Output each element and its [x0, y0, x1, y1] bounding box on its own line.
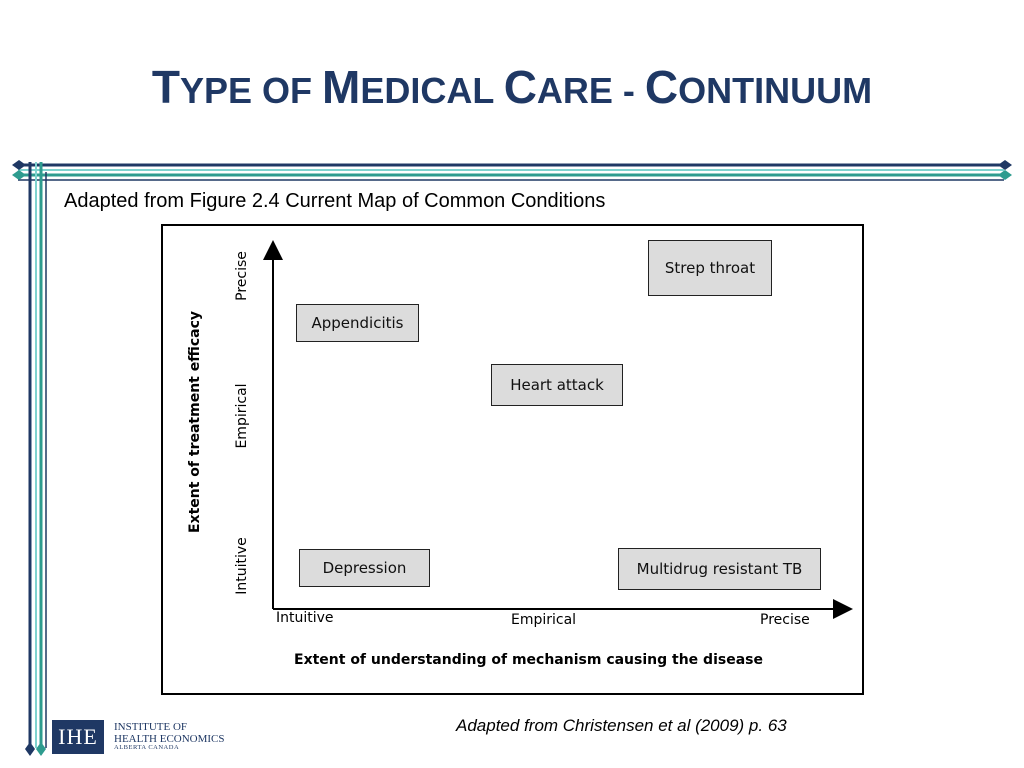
logo-line-3: ALBERTA CANADA — [114, 744, 180, 752]
title-part-6: C — [644, 61, 679, 113]
y-level-empirical: Empirical — [234, 383, 250, 449]
axes — [263, 240, 853, 619]
title-part-5: ARE - — [536, 70, 645, 111]
x-axis-title: Extent of understanding of mechanism cau… — [294, 652, 763, 668]
diagram-subtitle: Adapted from Figure 2.4 Current Map of C… — [64, 190, 606, 212]
logo-mark: IHE — [52, 720, 104, 754]
title-part-2: M — [322, 61, 361, 113]
x-level-intuitive: Intuitive — [276, 610, 334, 626]
title-part-4: C — [503, 61, 537, 113]
y-level-intuitive: Intuitive — [234, 537, 250, 595]
y-axis-title: Extent of treatment efficacy — [187, 310, 203, 534]
title-part-3: EDICAL — [360, 70, 504, 111]
y-level-precise: Precise — [234, 251, 250, 301]
condition-box-depression: Depression — [299, 549, 430, 587]
condition-box-strep-throat: Strep throat — [648, 240, 772, 296]
slide-title: TYPE OF MEDICAL CARE - CONTINUUM — [0, 64, 1024, 110]
logo-line-1: INSTITUTE OF — [114, 721, 188, 734]
condition-box-appendicitis: Appendicitis — [296, 304, 419, 342]
x-level-precise: Precise — [760, 612, 810, 628]
logo-line-2: HEALTH ECONOMICS — [114, 732, 225, 745]
title-part-1: YPE OF — [179, 70, 322, 111]
title-part-0: T — [151, 61, 180, 113]
condition-box-heart-attack: Heart attack — [491, 364, 623, 406]
conditions-map: Extent of treatment efficacy Precise Emp… — [161, 224, 864, 695]
x-level-empirical: Empirical — [511, 612, 577, 628]
condition-box-multidrug-resistant-tb: Multidrug resistant TB — [618, 548, 821, 590]
logo-wordmark: INSTITUTE OF HEALTH ECONOMICS ALBERTA CA… — [114, 721, 225, 752]
source-citation: Adapted from Christensen et al (2009) p.… — [456, 716, 787, 735]
ihe-logo: IHE INSTITUTE OF HEALTH ECONOMICS ALBERT… — [52, 720, 225, 754]
title-part-7: ONTINUUM — [678, 70, 873, 111]
